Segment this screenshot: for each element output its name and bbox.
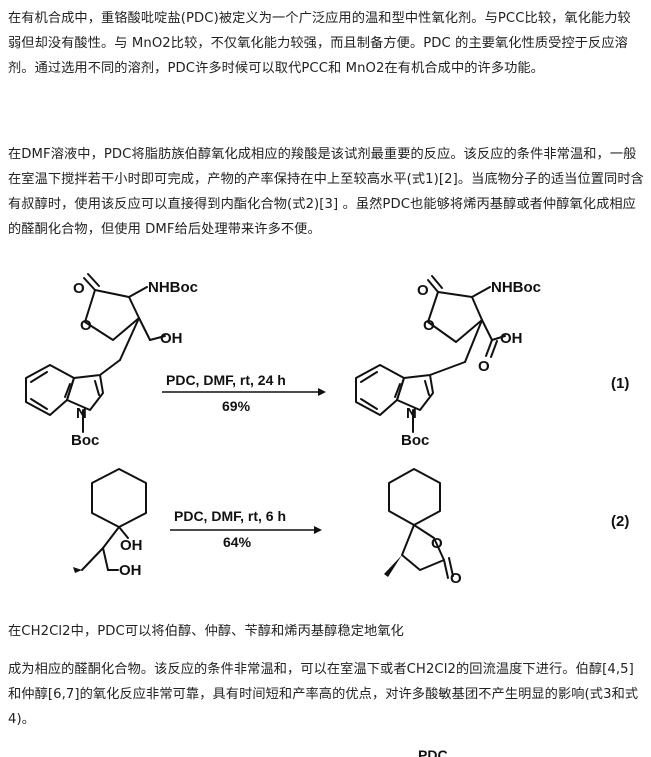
- scheme1-ring-o: O: [80, 317, 92, 334]
- scheme1-oh: OH: [160, 330, 183, 347]
- dcm-paragraph-line1: 在CH2Cl2中，PDC可以将伯醇、仲醇、苄醇和烯丙基醇稳定地氧化: [8, 624, 404, 639]
- scheme1-product-boc: Boc: [401, 432, 429, 449]
- scheme1-boc: Boc: [71, 432, 99, 449]
- scheme2-prim-oh: OH: [119, 562, 142, 579]
- scheme2-product: [384, 468, 454, 579]
- scheme1-carbonyl-o: O: [73, 280, 85, 297]
- scheme1-product: [355, 275, 506, 433]
- scheme1-arrowhead: [318, 388, 326, 396]
- scheme1-nhboc: NHBoc: [148, 279, 198, 296]
- scheme1-product-cooh-oh: OH: [500, 330, 523, 347]
- scheme2-ring-o: O: [431, 535, 443, 552]
- scheme1-product-nhboc: NHBoc: [491, 279, 541, 296]
- scheme2-reactant: [73, 468, 147, 573]
- scheme2-conditions: PDC, DMF, rt, 6 h: [174, 508, 286, 524]
- intro-paragraph: 在有机合成中，重铬酸吡啶盐(PDC)被定义为一个广泛应用的温和型中性氧化剂。与P…: [8, 11, 631, 76]
- scheme1-number: (1): [611, 375, 629, 392]
- scheme1-product-indole-n: N: [406, 405, 417, 422]
- scheme1-yield: 69%: [222, 398, 251, 414]
- dmf-paragraph: 在DMF溶液中，PDC将脂肪族伯醇氧化成相应的羧酸是该试剂最重要的反应。该反应的…: [8, 147, 644, 237]
- scheme2-arrowhead: [314, 526, 322, 534]
- scheme2-carbonyl-o: O: [450, 570, 462, 587]
- scheme1-product-carbonyl-o: O: [417, 282, 429, 299]
- scheme1-product-cooh-o: O: [478, 358, 490, 375]
- scheme3-partial-conditions: PDC: [418, 747, 448, 757]
- scheme1-product-ring-o: O: [423, 317, 435, 334]
- scheme2-number: (2): [611, 513, 629, 530]
- dcm-paragraph-continued: 成为相应的醛酮化合物。该反应的条件非常温和，可以在室温下或者CH2Cl2的回流温…: [8, 662, 639, 727]
- scheme2-tert-oh: OH: [120, 537, 143, 554]
- scheme1-conditions: PDC, DMF, rt, 24 h: [166, 372, 286, 388]
- scheme1-indole-n: N: [76, 405, 87, 422]
- scheme2-yield: 64%: [223, 534, 252, 550]
- scheme1-reactant: [25, 273, 166, 433]
